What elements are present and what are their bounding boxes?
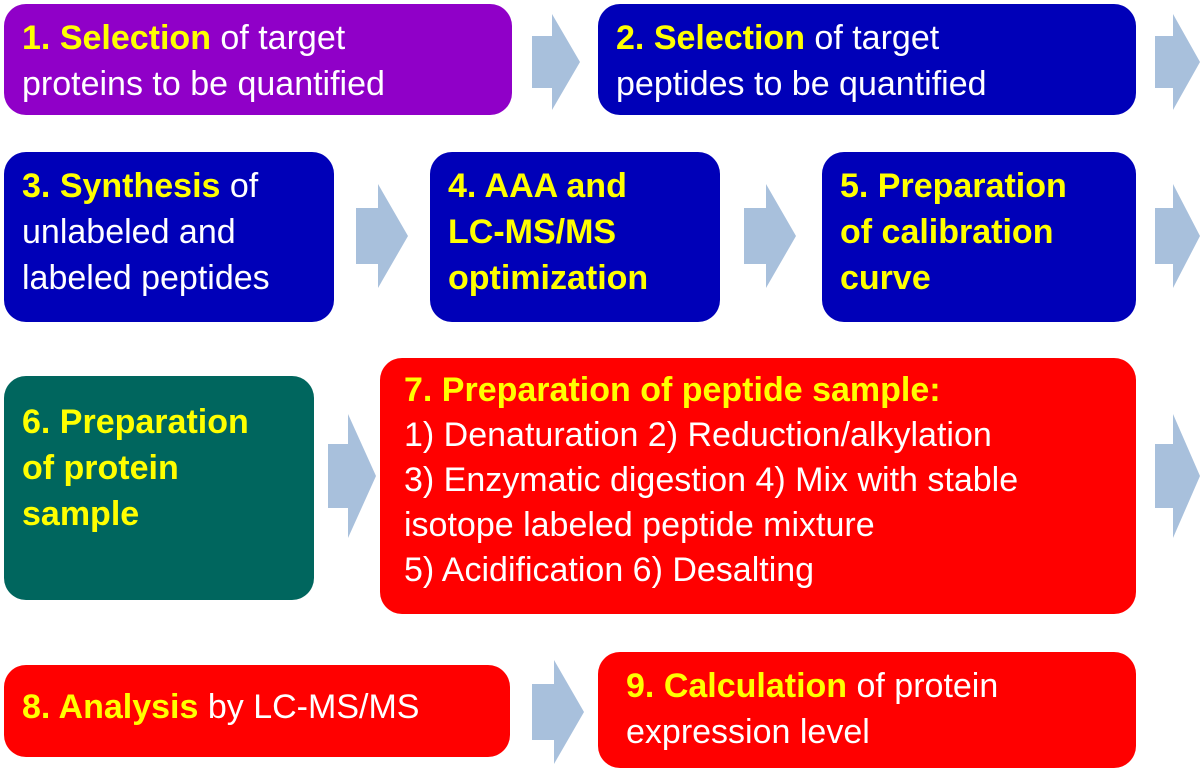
step-8-keyword: Analysis bbox=[58, 688, 199, 726]
step-7-line5: 5) Acidification 6) Desalting bbox=[404, 550, 815, 589]
step-8-text: by LC-MS/MS bbox=[198, 688, 420, 726]
step-1-number: 1. bbox=[22, 19, 60, 57]
arrow-3-to-4 bbox=[356, 184, 408, 288]
step-3-line3: labeled peptides bbox=[22, 258, 270, 297]
step-2-box: 2. Selection of target peptides to be qu… bbox=[598, 4, 1136, 115]
step-3-keyword: Synthesis bbox=[59, 167, 221, 205]
arrow-6-to-7 bbox=[328, 414, 376, 538]
step-5-line2: of calibration bbox=[840, 212, 1054, 251]
arrow-7-to-next-row bbox=[1155, 414, 1200, 538]
step-9-line2: expression level bbox=[626, 712, 870, 751]
step-5-box: 5. Preparation of calibration curve bbox=[822, 152, 1136, 322]
step-4-box: 4. AAA and LC-MS/MS optimization bbox=[430, 152, 720, 322]
arrow-1-to-2 bbox=[532, 14, 580, 110]
step-8-box: 8. Analysis by LC-MS/MS bbox=[4, 665, 510, 757]
step-7-line2: 1) Denaturation 2) Reduction/alkylation bbox=[404, 415, 992, 454]
step-7-line4: isotope labeled peptide mixture bbox=[404, 505, 875, 544]
step-1-line2: proteins to be quantified bbox=[22, 64, 385, 103]
step-5-line1: 5. Preparation bbox=[840, 167, 1067, 205]
step-7-line3: 3) Enzymatic digestion 4) Mix with stabl… bbox=[404, 460, 1019, 499]
step-4-line1: 4. AAA and bbox=[448, 167, 627, 205]
step-2-number: 2. bbox=[616, 19, 654, 57]
step-7-title: 7. Preparation of peptide sample: bbox=[404, 371, 941, 409]
step-6-line2: of protein bbox=[22, 448, 179, 487]
step-9-number: 9. bbox=[626, 667, 664, 705]
step-7-box: 7. Preparation of peptide sample: 1) Den… bbox=[380, 358, 1136, 614]
step-4-line2: LC-MS/MS bbox=[448, 212, 617, 251]
arrow-5-to-next-row bbox=[1155, 184, 1200, 288]
step-6-box: 6. Preparation of protein sample bbox=[4, 376, 314, 600]
arrow-2-to-next-row bbox=[1155, 14, 1200, 110]
step-1-text: of target bbox=[210, 19, 346, 57]
step-3-text: of bbox=[220, 167, 259, 205]
arrow-8-to-9 bbox=[532, 660, 584, 764]
step-3-box: 3. Synthesis of unlabeled and labeled pe… bbox=[4, 152, 334, 322]
step-2-keyword: Selection bbox=[653, 19, 805, 57]
step-5-line3: curve bbox=[840, 258, 931, 297]
step-9-box: 9. Calculation of protein expression lev… bbox=[598, 652, 1136, 768]
step-3-line2: unlabeled and bbox=[22, 212, 236, 251]
step-2-line2: peptides to be quantified bbox=[616, 64, 987, 103]
step-2-text: of target bbox=[804, 19, 940, 57]
step-9-keyword: Calculation bbox=[663, 667, 848, 705]
step-3-number: 3. bbox=[22, 167, 60, 205]
step-4-line3: optimization bbox=[448, 258, 649, 297]
step-6-line1: 6. Preparation bbox=[22, 403, 249, 441]
arrow-4-to-5 bbox=[744, 184, 796, 288]
step-8-number: 8. bbox=[22, 688, 59, 726]
step-1-keyword: Selection bbox=[59, 19, 211, 57]
step-1-box: 1. Selection of target proteins to be qu… bbox=[4, 4, 512, 115]
step-6-line3: sample bbox=[22, 494, 140, 533]
step-9-text: of protein bbox=[847, 667, 999, 705]
